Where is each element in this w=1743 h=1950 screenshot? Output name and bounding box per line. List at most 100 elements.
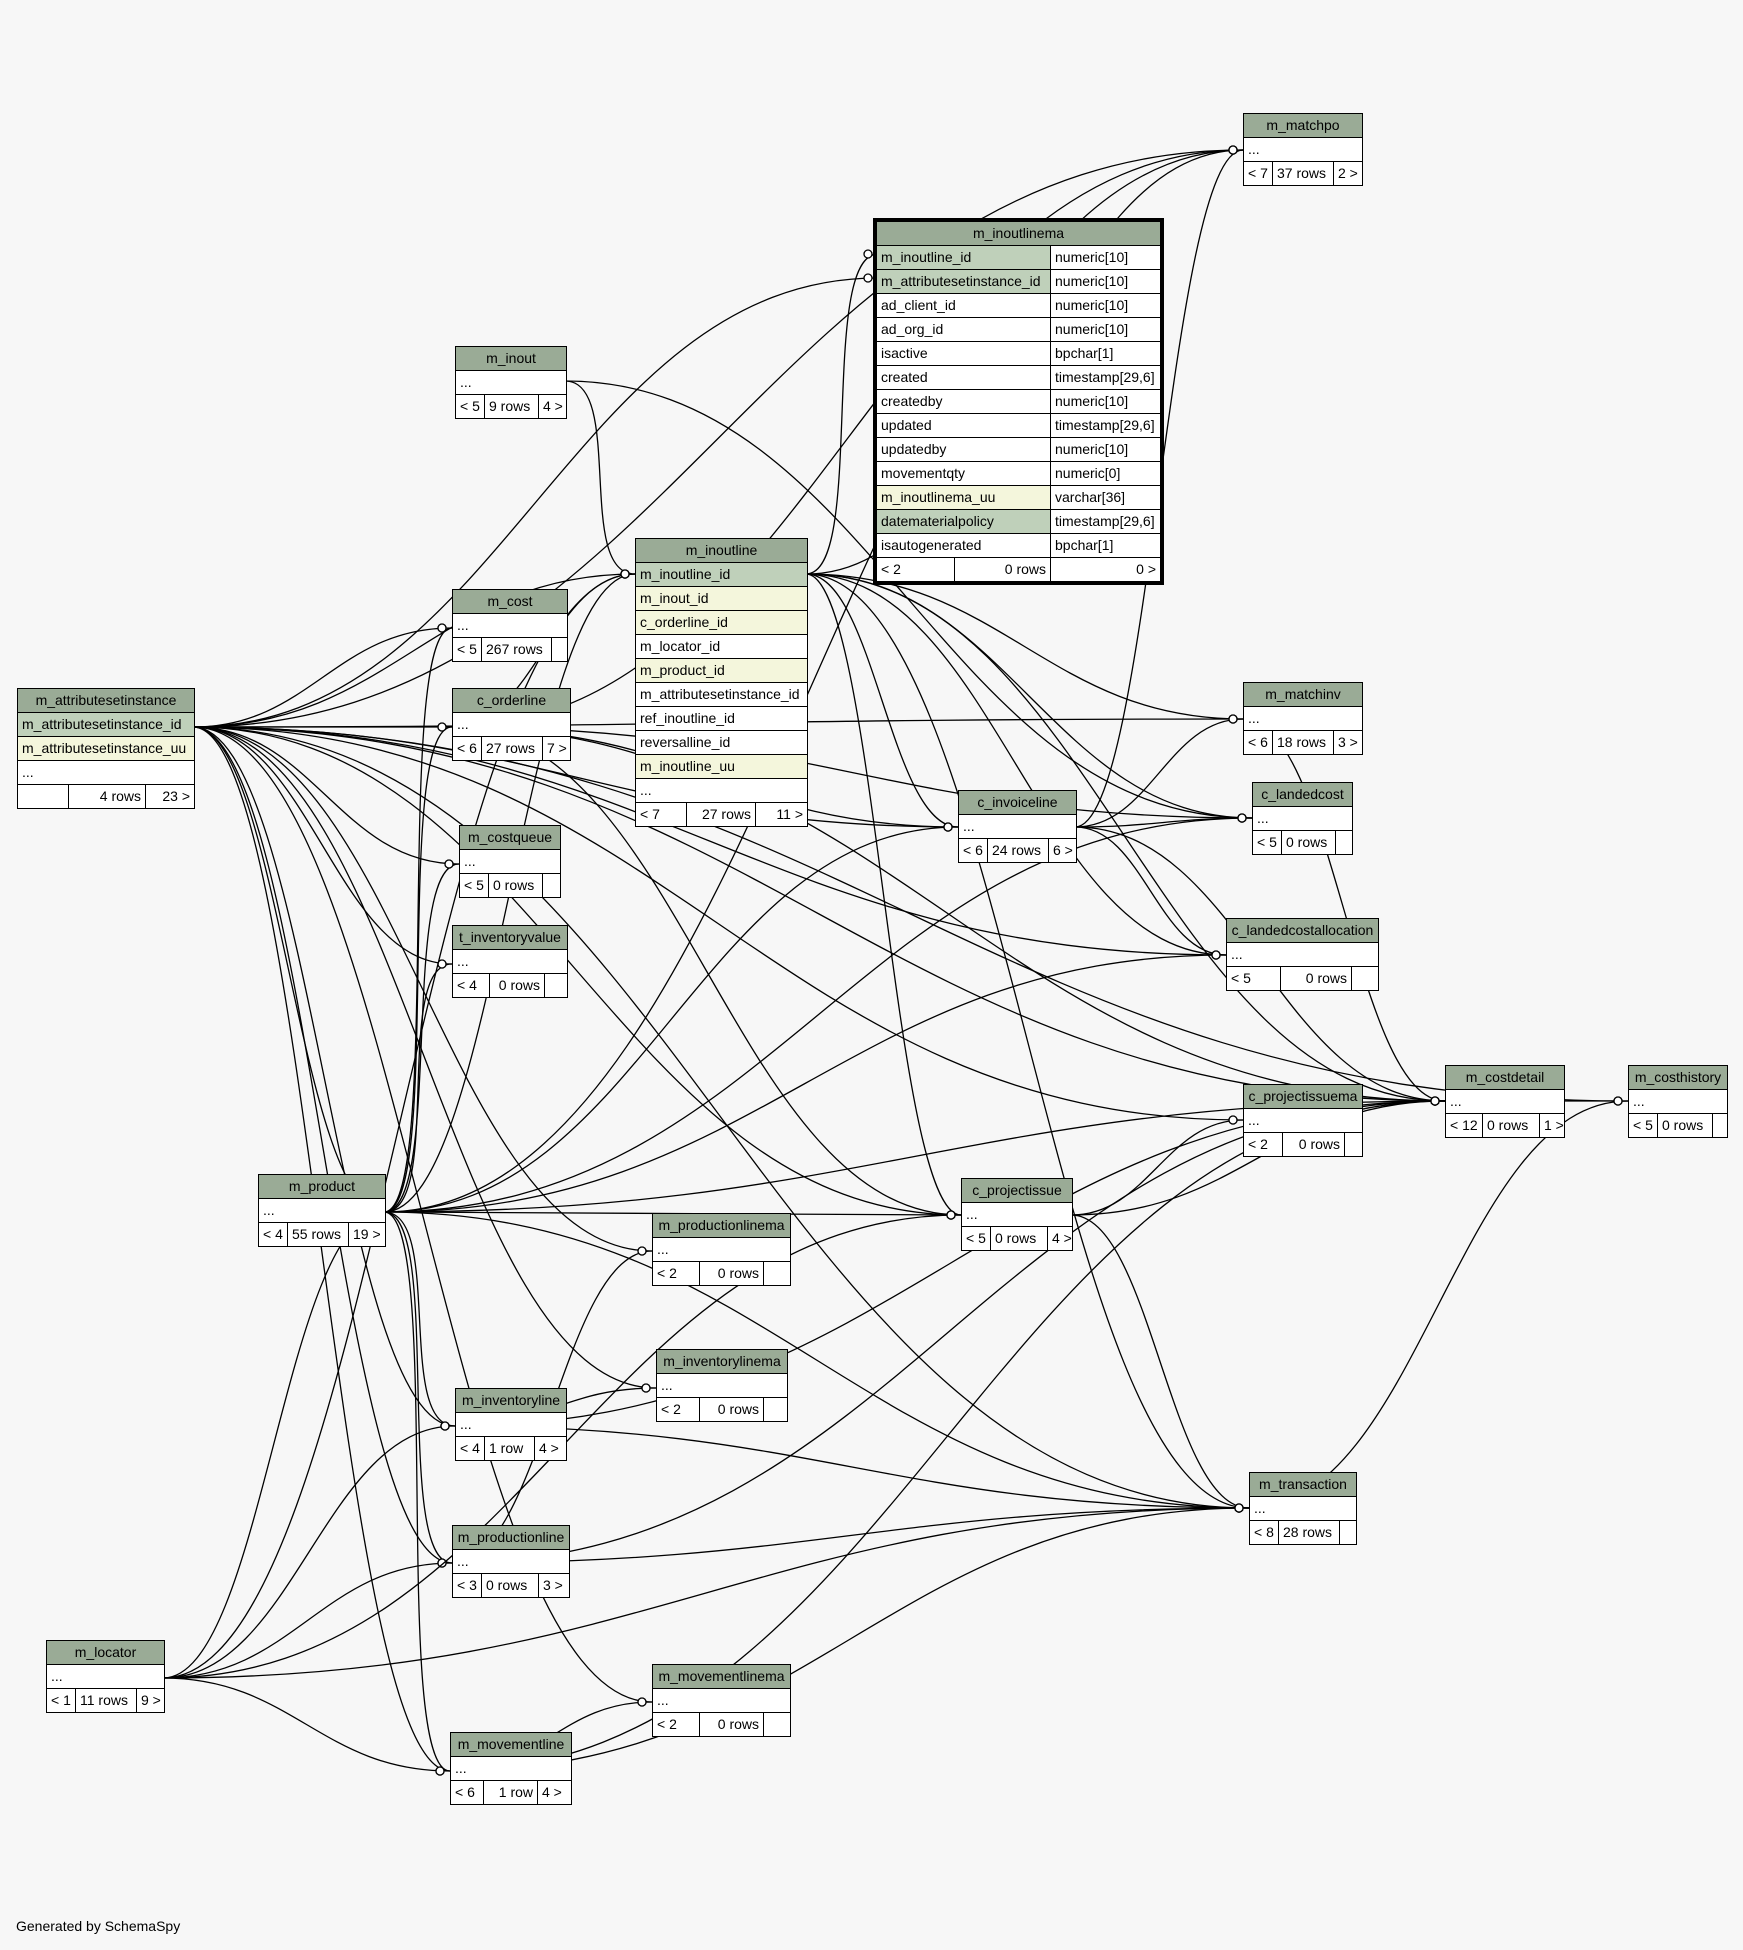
parents-count[interactable]: < 2 [657,1398,700,1421]
table-m-cost[interactable]: m_cost ... < 5 267 rows [452,589,568,662]
children-count[interactable]: 0 > [1136,561,1156,577]
column-type: bpchar[1] [1055,537,1114,553]
relationship-line [192,726,653,1252]
children-count[interactable]: 4 > [542,1784,562,1800]
table-m-costqueue[interactable]: m_costqueue ... < 5 0 rows [459,825,561,898]
children-count[interactable]: 7 > [547,740,567,756]
children-count[interactable] [543,874,560,897]
children-count[interactable] [1352,967,1378,990]
parents-count[interactable]: < 5 [453,638,482,661]
children-count[interactable]: 23 > [162,788,190,804]
table-m-inventorylinema[interactable]: m_inventorylinema ... < 2 0 rows [656,1349,788,1422]
parents-count[interactable]: < 5 [456,395,485,418]
parents-count[interactable]: < 12 [1446,1114,1483,1137]
parents-count[interactable]: < 4 [456,1437,485,1460]
children-count[interactable] [764,1262,790,1285]
table-m-matchinv[interactable]: m_matchinv ... < 6 18 rows 3 > [1243,682,1363,755]
children-count[interactable]: 19 > [353,1226,381,1242]
table-c-projectissuema[interactable]: c_projectissuema ... < 2 0 rows [1243,1084,1363,1157]
table-m-movementlinema[interactable]: m_movementlinema ... < 2 0 rows [652,1664,791,1737]
parents-count[interactable]: < 2 [877,558,955,581]
parents-count[interactable]: < 2 [1244,1133,1283,1156]
children-count[interactable]: 1 > [1544,1117,1564,1133]
column-ellipsis: ... [22,764,34,780]
parents-count[interactable]: < 7 [1244,162,1273,185]
column-type: timestamp[29,6] [1055,369,1155,385]
row-count: 4 rows [69,785,146,808]
table-m-productionlinema[interactable]: m_productionlinema ... < 2 0 rows [652,1213,791,1286]
children-count[interactable] [552,638,567,661]
column-ellipsis: ... [1254,1500,1266,1516]
children-count[interactable] [1713,1114,1727,1137]
table-m-costdetail[interactable]: m_costdetail ... < 12 0 rows 1 > [1445,1065,1565,1138]
children-count[interactable]: 11 > [776,806,803,822]
parents-count[interactable]: < 2 [653,1262,700,1285]
table-m-transaction[interactable]: m_transaction ... < 8 28 rows [1249,1472,1357,1545]
column-name: updated [877,414,1051,437]
optional-marker [620,569,630,579]
parents-count[interactable] [18,785,69,808]
table-m-productionline[interactable]: m_productionline ... < 3 0 rows 3 > [452,1525,570,1598]
parents-count[interactable]: < 4 [453,974,490,997]
parents-count[interactable]: < 6 [451,1781,484,1804]
column-name: m_product_id [640,662,725,678]
parents-count[interactable]: < 2 [653,1713,700,1736]
parents-count[interactable]: < 3 [453,1574,482,1597]
parents-count[interactable]: < 5 [962,1227,991,1250]
table-c-landedcostallocation[interactable]: c_landedcostallocation ... < 5 0 rows [1226,918,1379,991]
table-m-attributesetinstance[interactable]: m_attributesetinstance m_attributesetins… [17,688,195,809]
column-ellipsis: ... [460,374,472,390]
optional-marker [1211,950,1221,960]
column-ellipsis: ... [457,617,469,633]
parents-count[interactable]: < 5 [1253,831,1282,854]
column-ellipsis: ... [457,1553,469,1569]
relationship-line [805,573,959,828]
relationship-line [192,573,636,728]
parents-count[interactable]: < 6 [453,737,482,760]
children-count[interactable]: 4 > [1052,1230,1072,1246]
relationship-line [1070,1214,1250,1509]
parents-count[interactable]: < 6 [1244,731,1273,754]
parents-count[interactable]: < 5 [1227,967,1281,990]
row-count: 0 rows [1483,1114,1540,1137]
children-count[interactable]: 4 > [543,398,563,414]
relationship-line [564,380,1253,819]
children-count[interactable] [764,1398,787,1421]
children-count[interactable]: 6 > [1053,842,1073,858]
parents-count[interactable]: < 4 [259,1223,288,1246]
table-c-projectissue[interactable]: c_projectissue ... < 5 0 rows 4 > [961,1178,1073,1251]
parents-count[interactable]: < 7 [636,803,687,826]
table-m-movementline[interactable]: m_movementline ... < 6 1 row 4 > [450,1732,572,1805]
children-count[interactable] [764,1713,790,1736]
children-count[interactable]: 3 > [543,1577,563,1593]
children-count[interactable]: 9 > [141,1692,161,1708]
table-t-inventoryvalue[interactable]: t_inventoryvalue ... < 4 0 rows [452,925,568,998]
children-count[interactable] [1345,1133,1362,1156]
relationship-line [162,1562,453,1679]
children-count[interactable]: 3 > [1338,734,1358,750]
table-m-matchpo[interactable]: m_matchpo ... < 7 37 rows 2 > [1243,113,1363,186]
parents-count[interactable]: < 8 [1250,1521,1279,1544]
table-m-inoutline[interactable]: m_inoutline m_inoutline_id m_inout_id c_… [635,538,808,827]
table-c-invoiceline[interactable]: c_invoiceline ... < 6 24 rows 6 > [958,790,1077,863]
children-count[interactable] [1336,831,1352,854]
table-m-locator[interactable]: m_locator ... < 1 11 rows 9 > [46,1640,165,1713]
relationship-line [383,726,453,1213]
parents-count[interactable]: < 5 [1629,1114,1658,1137]
parents-count[interactable]: < 5 [460,874,489,897]
children-count[interactable]: 2 > [1338,165,1358,181]
table-m-product[interactable]: m_product ... < 4 55 rows 19 > [258,1174,386,1247]
children-count[interactable]: 4 > [539,1440,559,1456]
table-m-inout[interactable]: m_inout ... < 5 9 rows 4 > [455,346,567,419]
table-m-costhistory[interactable]: m_costhistory ... < 5 0 rows [1628,1065,1728,1138]
table-c-orderline[interactable]: c_orderline ... < 6 27 rows 7 > [452,688,571,761]
children-count[interactable] [545,974,567,997]
column-name: ad_client_id [877,294,1051,317]
parents-count[interactable]: < 6 [959,839,988,862]
parents-count[interactable]: < 1 [47,1689,76,1712]
table-m-inventoryline[interactable]: m_inventoryline ... < 4 1 row 4 > [455,1388,567,1461]
table-c-landedcost[interactable]: c_landedcost ... < 5 0 rows [1252,782,1353,855]
children-count[interactable] [1340,1521,1356,1544]
